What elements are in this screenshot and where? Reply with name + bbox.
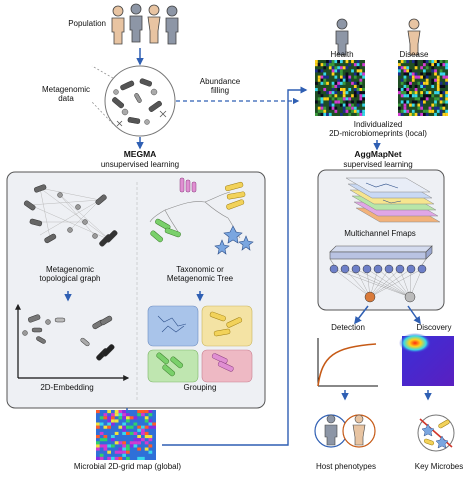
embedding-axes [15,303,130,381]
host-phenotypes-icon [314,414,376,448]
health-person-icon [335,18,349,56]
fmaps-layers-icon [345,177,441,223]
discovery-label: Discovery [416,323,452,332]
disease-person-icon [407,18,421,56]
neural-network-icon [329,258,427,303]
zoom-line [91,101,114,125]
topological-graph-icon [23,184,118,247]
nn-output-node [364,291,376,303]
fmaps-tensor-bar [329,245,433,260]
megma-subtitle: unsupervised learning [100,160,180,169]
metagenomic-data-label: Metagenomic data [41,85,91,103]
aggmapnet-title: AggMapNet [354,149,402,159]
nn-hidden-node [417,264,427,274]
aggmapnet-subtitle: supervised learning [343,160,413,169]
topological-graph-label: Metagenomic topological graph [39,265,101,283]
individualized-label: Individualized 2D-microbiomeprints (loca… [329,120,427,138]
health-label: Health [330,50,354,59]
population-people-icon [111,3,179,45]
nn-hidden-node [329,264,339,274]
nn-hidden-node [373,264,383,274]
nn-hidden-node [340,264,350,274]
megma-title: MEGMA [123,149,157,159]
host-phenotypes-label: Host phenotypes [315,462,377,471]
nn-hidden-node [351,264,361,274]
key-microbes-icon [417,414,455,452]
embedding-label: 2D-Embedding [40,383,94,392]
grid-map-label: Microbial 2D-grid map (global) [73,462,182,471]
health-microbiomeprint-icon [315,60,365,116]
fmaps-label: Multichannel Fmaps [344,229,416,238]
nn-hidden-node [406,264,416,274]
embedding-points-icon [22,314,115,361]
global-grid-map-icon [96,410,156,461]
arrow-to-detection [354,305,369,325]
taxonomic-tree-icon [149,177,254,255]
zoom-line [91,65,114,79]
population-label: Population [68,19,106,28]
abundance-filling-label: Abundance filling [199,77,241,95]
nn-output-node [404,291,416,303]
key-microbes-label: Key Microbes [414,462,464,471]
metagenomic-data-circle-icon [104,65,176,137]
grouping-quadrants-icon [147,305,253,383]
detection-label: Detection [331,323,365,332]
detection-curve-plot-icon [317,338,378,387]
disease-microbiomeprint-icon [398,60,448,116]
nn-hidden-node [362,264,372,274]
disease-label: Disease [399,50,429,59]
discovery-heatmap-icon [399,333,454,386]
nn-hidden-node [395,264,405,274]
nn-hidden-node [384,264,394,274]
taxonomic-tree-label: Taxonomic or Metagenomic Tree [166,265,234,283]
arrow-grid-to-individualized [162,86,308,446]
arrow-to-discovery [407,305,421,325]
grouping-label: Grouping [183,383,217,392]
